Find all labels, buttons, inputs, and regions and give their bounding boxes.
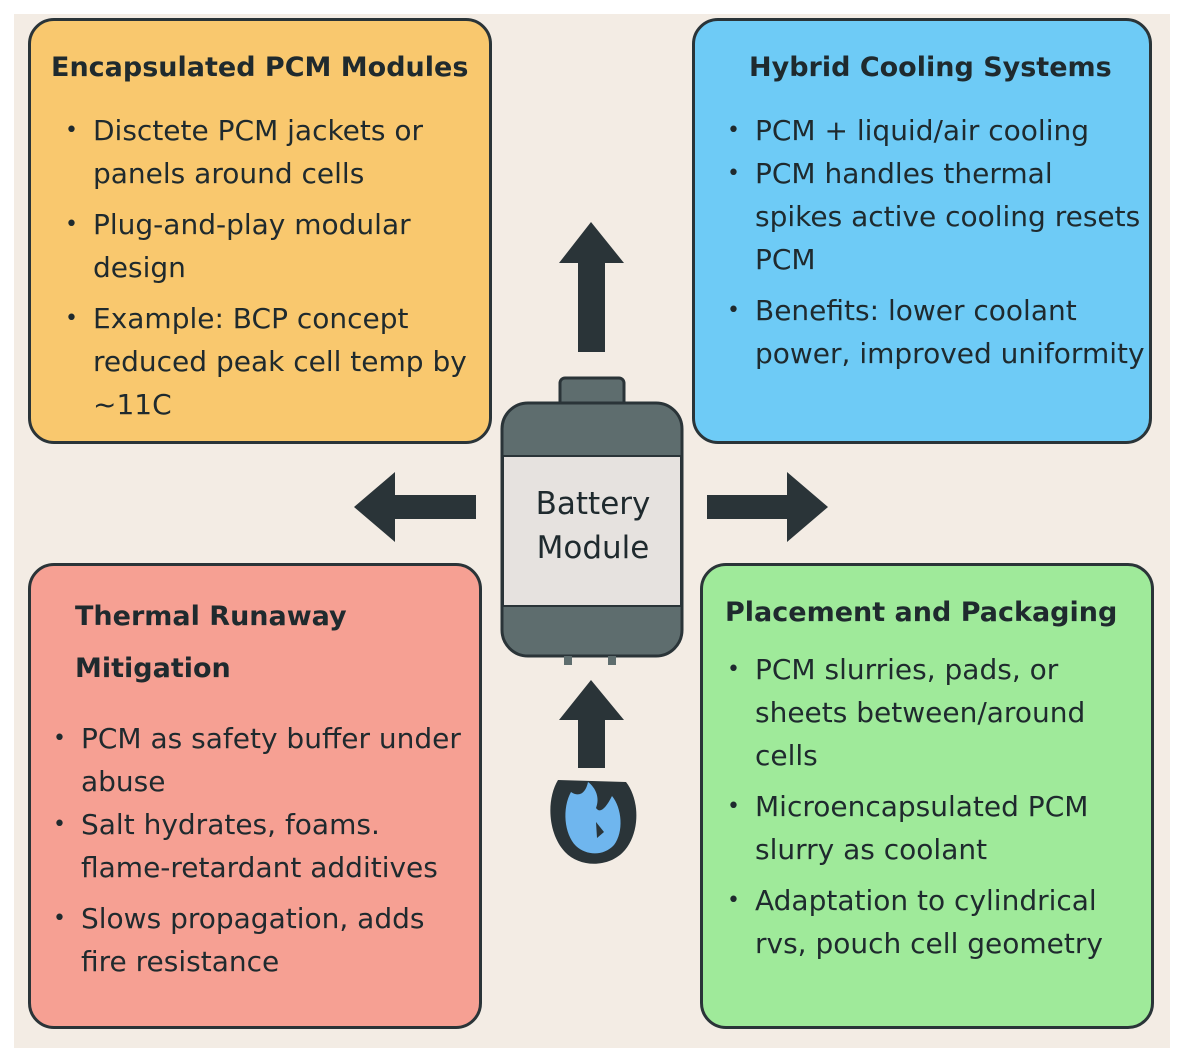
bullet-list: PCM as safety buffer under abuse Salt hy…	[41, 717, 465, 983]
list-item: Plug-and-play modular design	[53, 203, 473, 289]
arrow-right-icon	[707, 472, 828, 542]
bullet-list: PCM + liquid/air cooling PCM handles the…	[715, 109, 1145, 375]
list-item: PCM handles thermal spikes active coolin…	[715, 152, 1145, 281]
flame-icon	[550, 780, 637, 864]
list-item: Microencapsulated PCM slurry as coolant	[715, 785, 1151, 871]
thermal-runaway-mitigation-box: Thermal Runaway Mitigation PCM as safety…	[28, 563, 482, 1029]
list-item: PCM as safety buffer under abuse	[41, 717, 465, 803]
placement-and-packaging-box: Placement and Packaging PCM slurries, pa…	[700, 563, 1154, 1029]
list-item: Slows propagation, adds fire resistance	[41, 897, 465, 983]
list-item: Adaptation to cylindrical rvs, pouch cel…	[715, 879, 1151, 965]
battery-label-line: Module	[536, 530, 650, 566]
box-title: Thermal Runaway Mitigation	[75, 601, 347, 684]
list-item: PCM + liquid/air cooling	[715, 109, 1145, 152]
list-item: Benefits: lower coolant power, improved …	[715, 289, 1145, 375]
arrow-left-icon	[354, 472, 476, 542]
box-title: Placement and Packaging	[725, 597, 1118, 628]
box-title: Hybrid Cooling Systems	[749, 52, 1112, 83]
bullet-list: PCM slurries, pads, or sheets between/ar…	[715, 648, 1151, 965]
list-item: Example: BCP concept reduced peak cell t…	[53, 297, 473, 426]
bullet-list: Disctete PCM jackets or panels around ce…	[53, 109, 473, 426]
hybrid-cooling-systems-box: Hybrid Cooling Systems PCM + liquid/air …	[692, 18, 1152, 444]
battery-icon	[500, 376, 684, 665]
list-item: Salt hydrates, foams. flame-retardant ad…	[41, 803, 465, 889]
arrow-up-from-flame-icon	[559, 680, 624, 768]
battery-module-label: Battery Module	[503, 482, 683, 570]
battery-label-line: Battery	[535, 486, 651, 522]
arrow-up-icon	[559, 222, 624, 352]
list-item: Disctete PCM jackets or panels around ce…	[53, 109, 473, 195]
encapsulated-pcm-modules-box: Encapsulated PCM Modules Disctete PCM ja…	[28, 18, 492, 444]
list-item: PCM slurries, pads, or sheets between/ar…	[715, 648, 1151, 777]
box-title: Encapsulated PCM Modules	[51, 52, 469, 83]
